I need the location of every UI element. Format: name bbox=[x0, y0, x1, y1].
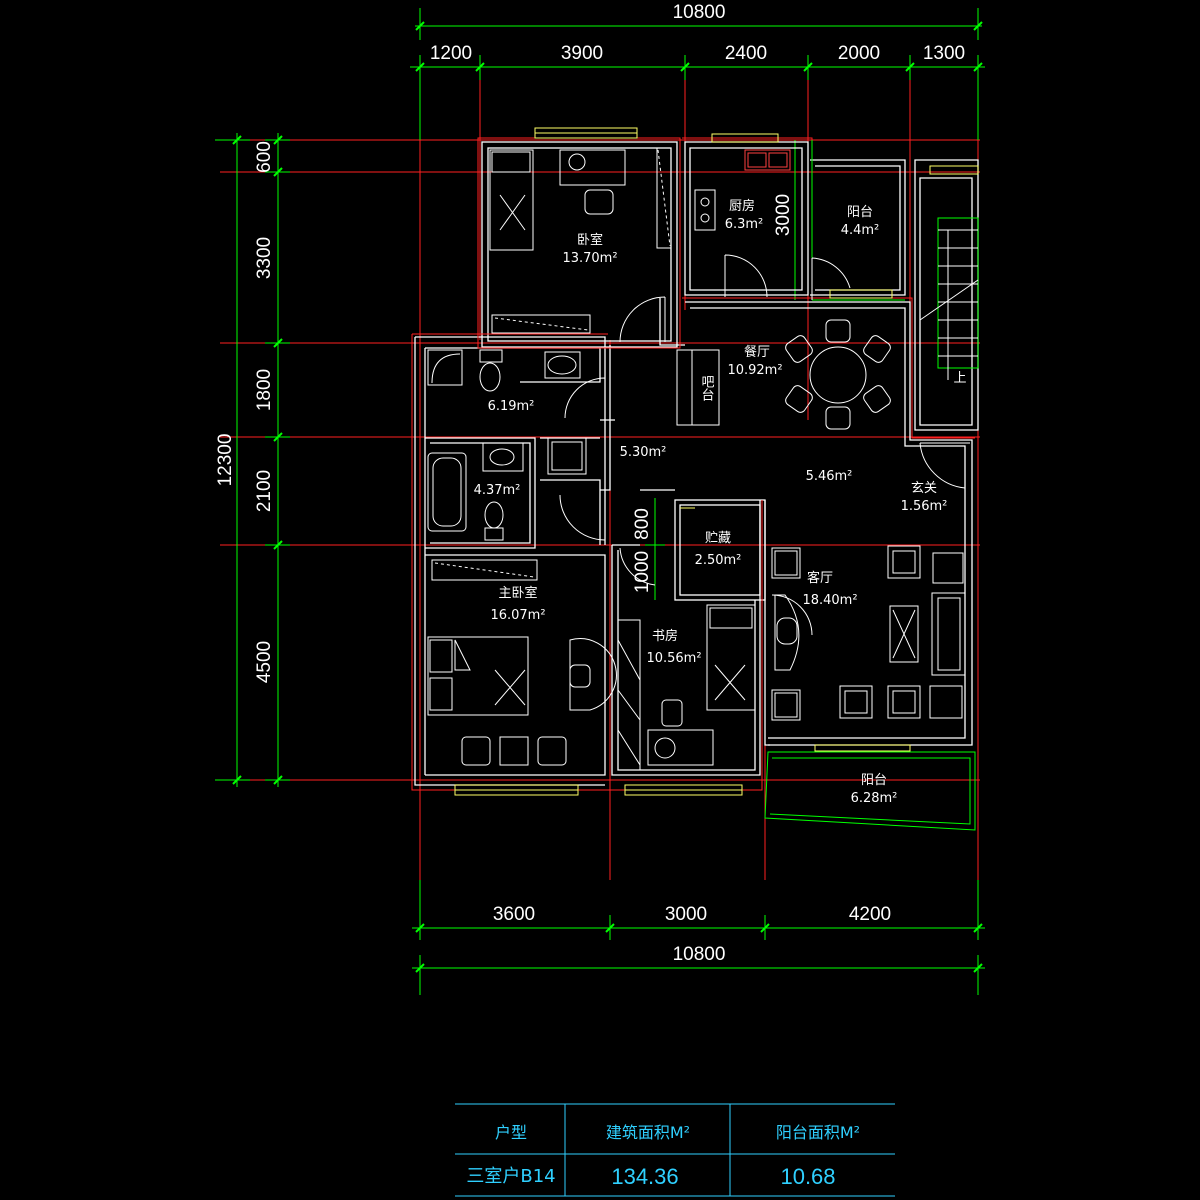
top-dim-1: 1200 bbox=[430, 43, 472, 64]
stair-up-label: 上 bbox=[953, 371, 966, 386]
table-header-building-area: 建筑面积M² bbox=[606, 1123, 690, 1142]
dimension-labels: 10800 1200 3900 2400 2000 1300 3600 3000… bbox=[215, 2, 965, 965]
room-area-living: 18.40m² bbox=[802, 593, 857, 608]
top-dim-4: 2000 bbox=[838, 43, 880, 64]
left-dim-2: 3300 bbox=[254, 237, 275, 279]
wardrobe bbox=[656, 147, 672, 249]
armchair bbox=[887, 545, 921, 579]
room-area-corridor: 5.30m² bbox=[620, 445, 667, 460]
table-cell-balcony-area: 10.68 bbox=[780, 1164, 835, 1189]
room-name-balcony-top: 阳台 bbox=[847, 205, 873, 220]
room-area-balcony-top: 4.4m² bbox=[841, 223, 880, 238]
sofa bbox=[931, 592, 966, 676]
room-labels: 卧室 13.70m² 厨房 6.3m² 阳台 4.4m² 餐厅 10.92m² … bbox=[474, 198, 967, 806]
double-bed bbox=[427, 636, 529, 716]
door-swings bbox=[559, 254, 970, 636]
top-dim-3: 2400 bbox=[725, 43, 767, 64]
room-area-master: 16.07m² bbox=[490, 608, 545, 623]
bottom-dim-2: 3000 bbox=[665, 904, 707, 925]
left-dim-5: 4500 bbox=[254, 641, 275, 683]
dining-table bbox=[809, 346, 867, 404]
room-area-balcony-bottom: 6.28m² bbox=[851, 791, 898, 806]
table-cell-type: 三室户B14 bbox=[466, 1166, 555, 1187]
room-area-bath2: 4.37m² bbox=[474, 483, 521, 498]
room-area-entry: 1.56m² bbox=[901, 499, 948, 514]
study-desk bbox=[647, 729, 714, 766]
study-bed bbox=[706, 604, 756, 711]
balcony-bottom-outline bbox=[764, 140, 979, 831]
room-name-bedroom: 卧室 bbox=[577, 232, 603, 248]
area-table bbox=[455, 1103, 895, 1197]
table-cell-building-area: 134.36 bbox=[611, 1164, 678, 1189]
room-name-study: 书房 bbox=[652, 628, 678, 644]
room-area-kitchen: 6.3m² bbox=[725, 217, 764, 232]
furniture bbox=[427, 147, 979, 771]
room-area-bedroom: 13.70m² bbox=[562, 251, 617, 266]
bar-label: 吧台 bbox=[699, 375, 714, 401]
storage-wall bbox=[674, 499, 766, 601]
left-total-dimension: 12300 bbox=[215, 434, 236, 487]
bookshelf bbox=[617, 619, 641, 771]
room-name-dining: 餐厅 bbox=[744, 344, 770, 360]
room-area-storage: 2.50m² bbox=[695, 553, 742, 568]
master-wardrobe bbox=[431, 559, 538, 581]
windows bbox=[454, 127, 979, 796]
desk bbox=[559, 149, 626, 186]
wardrobe-bottom bbox=[491, 314, 591, 334]
table-header-type: 户型 bbox=[495, 1123, 527, 1142]
table-header-balcony-area: 阳台面积M² bbox=[776, 1123, 860, 1142]
room-area-dining: 10.92m² bbox=[727, 363, 782, 378]
bottom-total-dimension: 10800 bbox=[673, 944, 726, 965]
room-area-study: 10.56m² bbox=[646, 651, 701, 666]
bed-single bbox=[489, 149, 534, 251]
left-dim-3: 1800 bbox=[254, 369, 275, 411]
walls bbox=[414, 141, 979, 786]
bedroom-outer-wall bbox=[481, 141, 678, 348]
storage-dim-1000: 1000 bbox=[632, 551, 653, 593]
room-area-hall: 5.46m² bbox=[806, 469, 853, 484]
kitchen-inner-dimension: 3000 bbox=[773, 194, 794, 236]
bottom-dim-1: 3600 bbox=[493, 904, 535, 925]
coffee-table bbox=[889, 605, 919, 663]
top-dim-5: 1300 bbox=[923, 43, 965, 64]
room-name-balcony-bottom: 阳台 bbox=[861, 773, 887, 788]
staircase bbox=[919, 229, 979, 380]
room-name-storage: 贮藏 bbox=[705, 531, 731, 546]
bottom-dim-3: 4200 bbox=[849, 904, 891, 925]
room-name-living: 客厅 bbox=[807, 570, 833, 586]
left-dim-4: 2100 bbox=[254, 470, 275, 512]
storage-dim-800: 800 bbox=[632, 508, 653, 540]
dimension-ticks bbox=[232, 21, 983, 973]
room-name-kitchen: 厨房 bbox=[729, 198, 755, 214]
room-area-bath1: 6.19m² bbox=[488, 399, 535, 414]
left-dim-1: 600 bbox=[254, 141, 275, 173]
room-name-master: 主卧室 bbox=[498, 585, 537, 601]
dimension-lines bbox=[215, 8, 985, 995]
top-total-dimension: 10800 bbox=[673, 2, 726, 23]
top-dim-2: 3900 bbox=[561, 43, 603, 64]
room-name-entry: 玄关 bbox=[911, 481, 937, 496]
